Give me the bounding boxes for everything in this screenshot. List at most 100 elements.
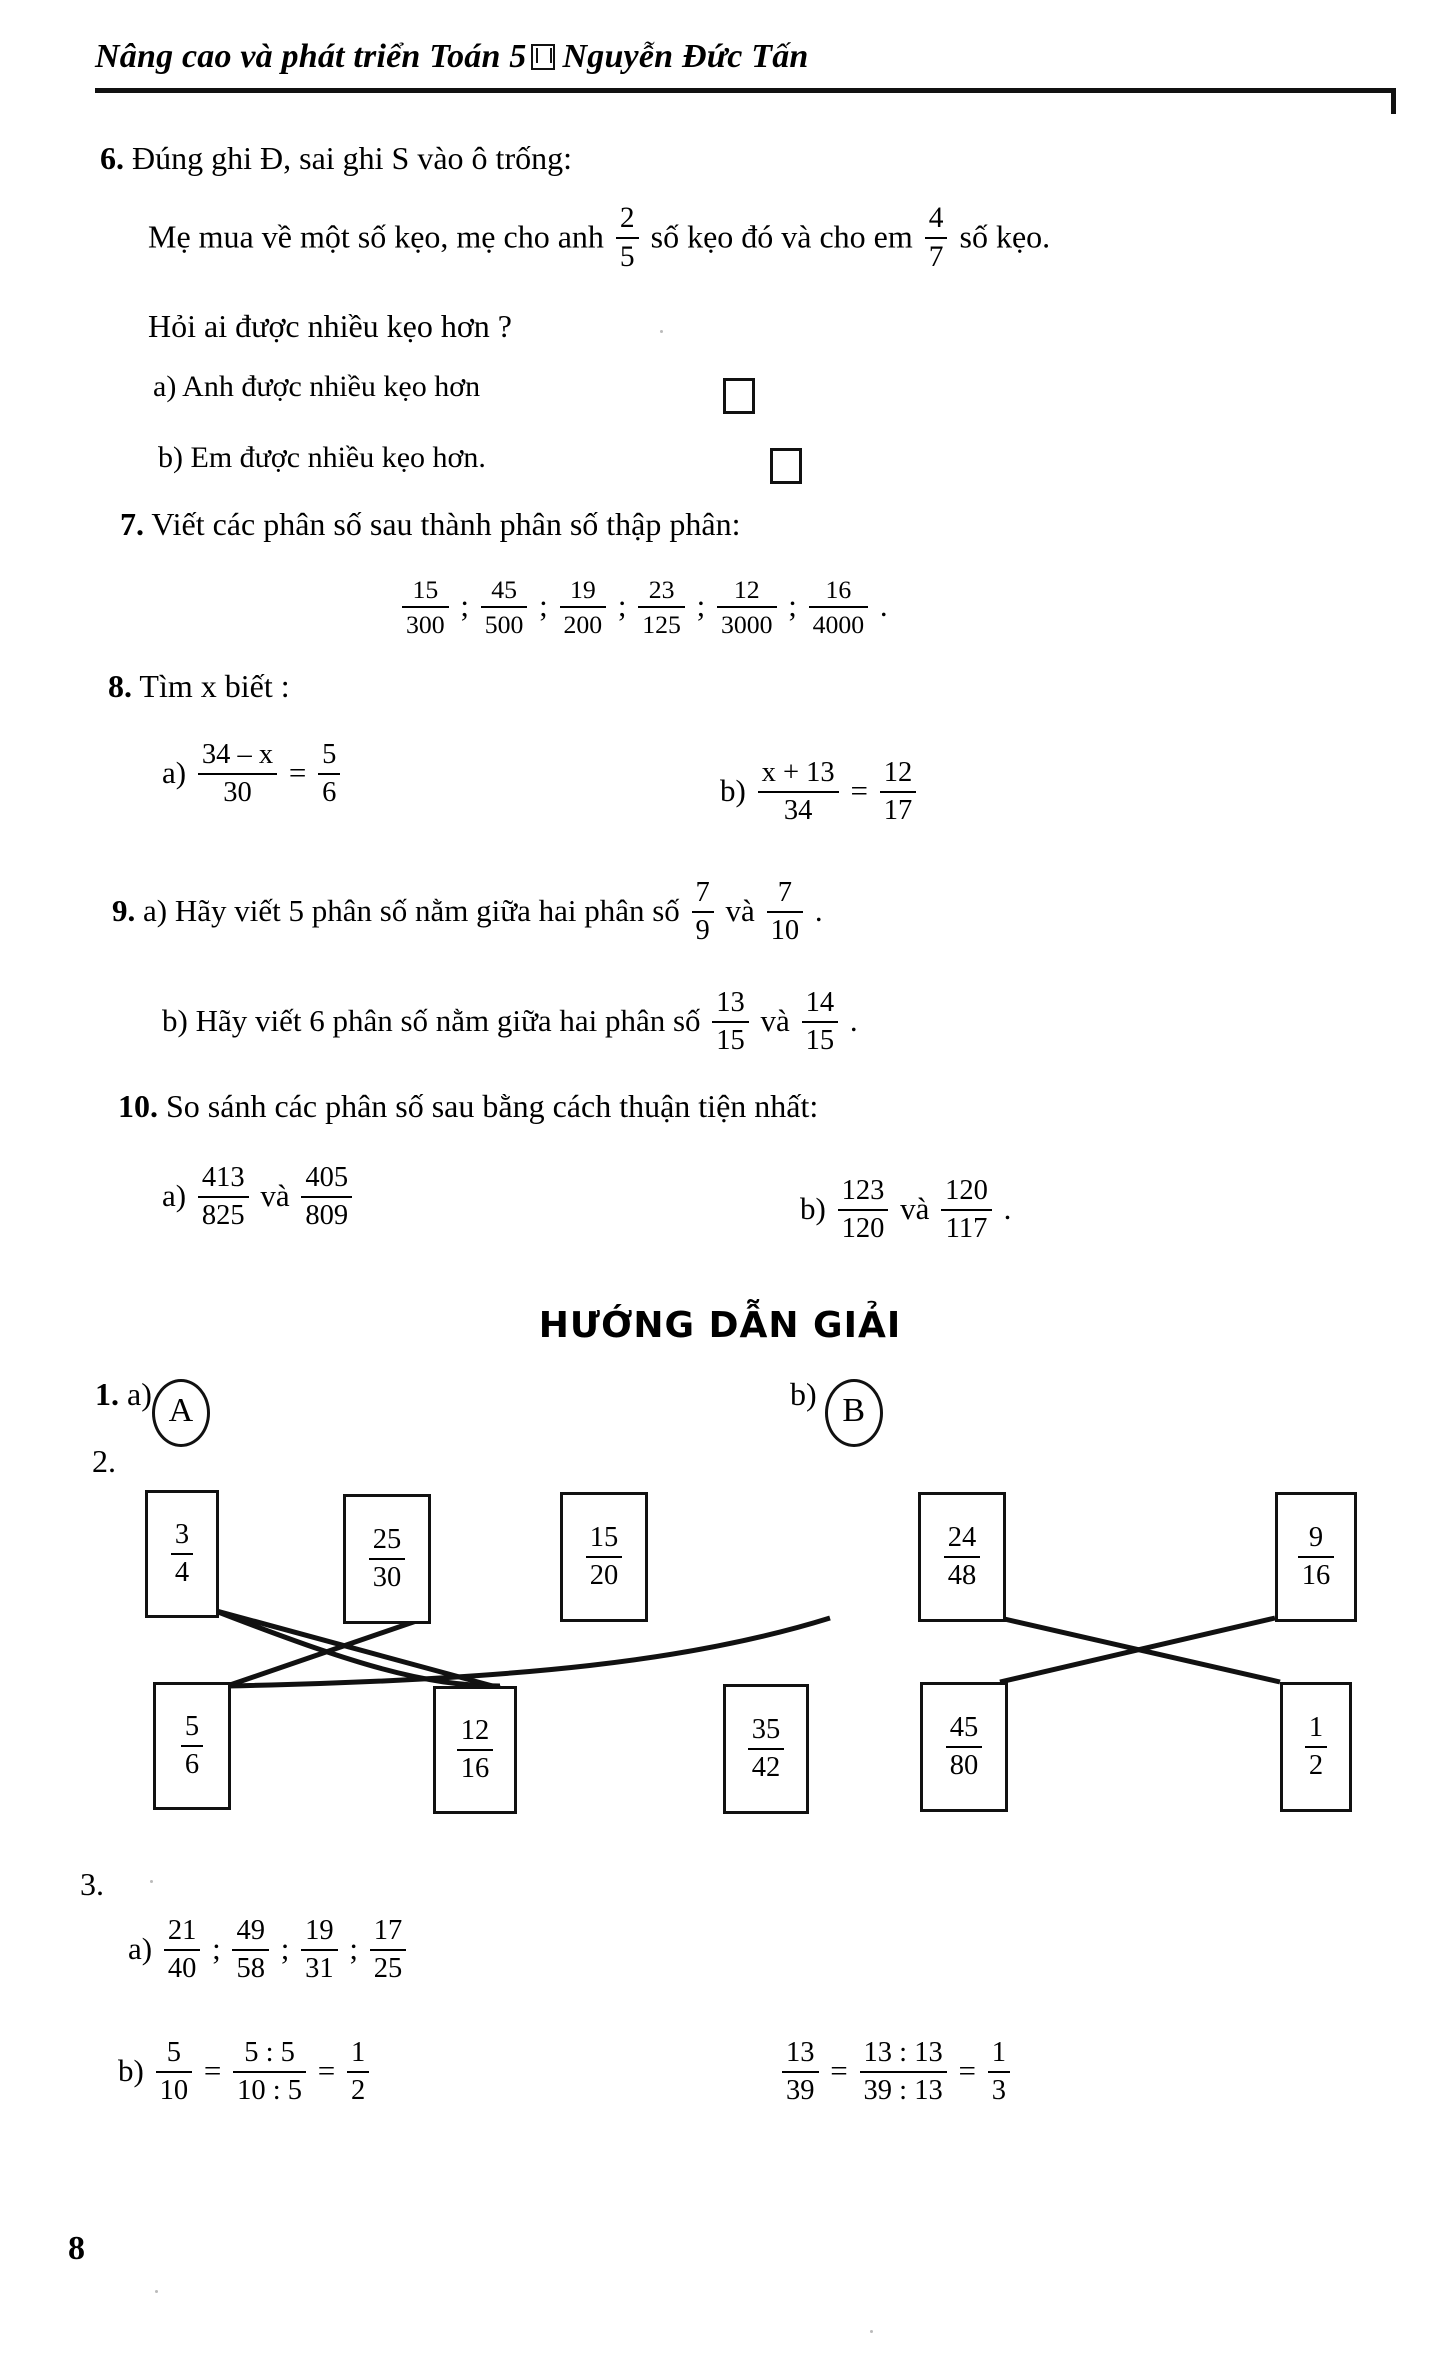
end-punctuation: . [814,893,823,929]
solution-3-part-b: b) 5 10 = 5 : 5 10 : 5 = 1 2 [118,2037,373,2108]
fraction-25-over-30: 25 30 [368,1525,406,1593]
fraction-bar [559,606,607,609]
fraction-numerator: 14 [805,987,835,1018]
fraction-numerator: 12 [883,757,913,788]
equals-sign: = [203,2053,222,2089]
exercise-6-option-b: b) Em được nhiều kẹo hơn. [158,443,486,473]
exercise-6-heading: 6. Đúng ghi Đ, sai ghi S vào ô trống: [100,142,572,174]
list-separator: ; [212,1931,221,1967]
fraction-bar [197,1195,249,1198]
fraction-15-over-20: 15 20 [585,1523,623,1591]
fraction-bar [585,1556,623,1558]
conjunction-va: và [900,1191,930,1227]
fraction-box-35-42: 35 42 [723,1684,809,1814]
fraction-numerator: 19 [305,1915,334,1946]
fraction-numerator: 45 [949,1712,979,1744]
fraction-12-over-17: 12 17 [879,757,917,826]
fraction-denominator: 117 [945,1212,988,1244]
solution-3-b-label: b) [118,2053,144,2089]
answer-circle-a: A [151,1379,210,1447]
fraction-bar [233,2070,307,2073]
exercise-8-part-a: a) 34 – x 30 = 5 6 [162,740,344,810]
solution-2-number: 2. [92,1443,116,1479]
fraction-5-over-10: 5 10 [155,2038,193,2106]
exercise-6-number: 6. [100,140,124,176]
exercise-8-part-b: b) x + 13 34 = 12 17 [720,757,920,828]
fraction-7-over-10: 7 10 [766,878,804,946]
exercise-9-part-a: 9. a) Hãy viết 5 phân số nằm giữa hai ph… [112,878,823,948]
checkbox-option-b[interactable] [770,448,802,484]
fraction-denominator: 15 [805,1024,835,1056]
fraction-box-9-16: 9 16 [1275,1492,1357,1622]
solution-3-a-label: a) [128,1931,153,1967]
book-icon [531,44,556,70]
exercise-6-body: Mẹ mua về một số kẹo, mẹ cho anh 2 5 số … [148,203,1050,275]
solution-3-part-c: 13 39 = 13 : 13 39 : 13 = 1 3 [778,2037,1014,2108]
list-end-punctuation: . [879,588,888,624]
fraction-bar [945,1746,983,1748]
fraction-x-plus-13-over-34: x + 13 34 [757,758,839,826]
list-separator: ; [539,588,548,624]
fraction-4-over-7: 4 7 [924,203,948,273]
exercise-8-a-label: a) [162,755,187,791]
fraction-13-over-39: 13 39 [782,2038,819,2106]
equals-sign: = [317,2053,336,2089]
fraction-denominator: 500 [484,610,524,640]
fraction-numerator: 13 [786,2037,815,2068]
fraction-numerator: 5 [184,1711,200,1743]
fraction-denominator: 4 [174,1557,190,1588]
fraction-numerator: 23 [648,575,675,604]
fraction-denominator: 2 [1308,1750,1324,1781]
fraction-bar [347,2070,370,2073]
fraction-45-over-500: 45 500 [480,576,528,640]
fraction-5div5-over-10div5: 5 : 5 10 : 5 [233,2038,307,2106]
fraction-denominator: 39 [786,2074,815,2106]
fraction-bar [987,2070,1010,2073]
fraction-bar [368,1558,406,1560]
fraction-bar [170,1553,194,1555]
fraction-bar [879,790,917,793]
solution-3-number: 3. [80,1866,104,1902]
exercise-8-number: 8. [108,668,132,704]
exercise-7-fraction-list: 15 300 ; 45 500 ; 19 200 ; 23 125 ; 12 3… [398,575,888,640]
fraction-bar [180,1745,204,1747]
exercise-8-heading: 8. Tìm x biết : [108,670,290,702]
fraction-denominator: 6 [184,1749,200,1780]
fraction-bar [318,772,341,775]
fraction-1-over-2: 1 2 [1304,1712,1328,1781]
fraction-denominator: 9 [695,914,710,946]
fraction-denominator: 20 [589,1560,619,1591]
fraction-box-45-80: 45 80 [920,1682,1008,1812]
fraction-numerator: 12 [460,1715,490,1747]
fraction-numerator: 9 [1308,1522,1324,1554]
fraction-denominator: 10 [159,2074,189,2106]
fraction-17-over-25: 17 25 [369,1916,407,1984]
fraction-box-25-30: 25 30 [343,1494,431,1624]
checkbox-option-a[interactable] [723,378,755,414]
fraction-bar [717,606,777,609]
exercise-10-b-label: b) [800,1191,826,1227]
exercise-6-option-a-label: a) Anh được nhiều kẹo hơn [153,370,481,403]
fraction-bar [197,772,278,775]
fraction-bar [301,1195,353,1198]
solution-1-row: 1. a)A [95,1378,210,1447]
answer-circle-b: B [824,1379,883,1447]
fraction-bar [941,1208,992,1211]
exercise-6-body-part2: số kẹo đó và cho em [650,218,913,255]
fraction-denominator: 30 [372,1562,402,1593]
fraction-numerator: 1 [1308,1712,1324,1744]
exercise-10-heading: 10. So sánh các phân số sau bằng cách th… [118,1090,818,1122]
fraction-numerator: 1 [351,2037,366,2068]
fraction-35-over-42: 35 42 [747,1715,785,1783]
fraction-15-over-300: 15 300 [402,576,449,638]
fraction-denominator: 3000 [721,610,773,640]
fraction-denominator: 825 [201,1199,245,1231]
fraction-bar [638,606,685,609]
list-separator: ; [349,1931,359,1967]
list-separator: ; [788,588,797,624]
fraction-bar [747,1748,785,1750]
fraction-denominator: 200 [563,610,603,640]
equals-sign: = [288,755,307,791]
exercise-6-option-a: a) Anh được nhiều kẹo hơn [153,372,480,402]
fraction-numerator: 13 : 13 [863,2037,943,2068]
